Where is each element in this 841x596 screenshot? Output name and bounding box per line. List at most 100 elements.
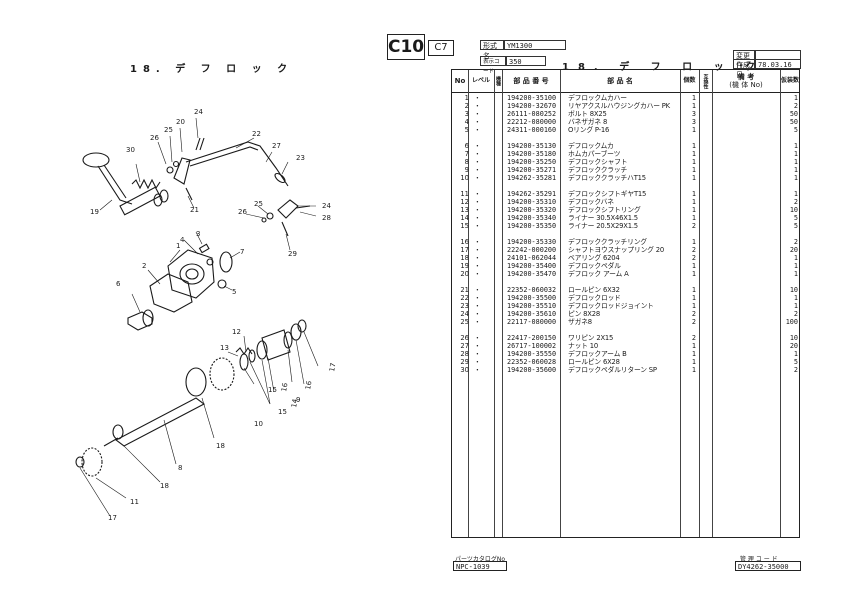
row-req-qty: 1 xyxy=(793,350,798,359)
row-req-qty: 1 xyxy=(793,158,798,167)
row-req-qty: 2 xyxy=(793,238,798,247)
row-no: 28 xyxy=(460,350,469,359)
callout-10: 10 xyxy=(254,420,263,428)
row-no: 29 xyxy=(460,358,469,367)
col-remarks-main: 備 考 xyxy=(737,73,755,81)
row-part-number: 194200-35180 xyxy=(507,150,557,159)
lock-shaft xyxy=(114,397,206,447)
page-code: C10 xyxy=(387,34,425,60)
row-qty: 1 xyxy=(691,150,696,159)
row-req-qty: 2 xyxy=(793,366,798,375)
pedal-pad xyxy=(82,152,110,168)
row-part-number: 194200-35320 xyxy=(507,206,557,215)
callout-26b: 26 xyxy=(150,134,159,142)
row-level: ・ xyxy=(474,310,481,319)
row-qty: 1 xyxy=(691,294,696,303)
mgmt-value: DY4262-35000 xyxy=(735,561,801,571)
row-part-name: デフロックシフトリング xyxy=(568,206,641,215)
row-req-qty: 20 xyxy=(789,342,798,351)
row-part-number: 194200-35350 xyxy=(507,222,557,231)
row-qty: 1 xyxy=(691,238,696,247)
row-req-qty: 5 xyxy=(793,358,798,367)
pedal-arm xyxy=(97,165,133,205)
row-qty: 1 xyxy=(691,214,696,223)
row-req-qty: 5 xyxy=(793,214,798,223)
row-part-name: デフロック アーム A xyxy=(568,270,629,279)
row-level: ・ xyxy=(474,214,481,223)
callout-22: 22 xyxy=(252,130,261,138)
row-part-name: ボルト 8X25 xyxy=(568,110,607,119)
row-part-number: 194200-35250 xyxy=(507,158,557,167)
catalog-value: NPC-1039 xyxy=(453,561,507,571)
row-qty: 2 xyxy=(691,246,696,255)
row-qty: 1 xyxy=(691,206,696,215)
exploded-parts-diagram: 1 2 3 4 5 6 7 8 9 10 11 12 13 14 15 16 1… xyxy=(75,108,338,522)
row-part-number: 194200-32670 xyxy=(507,102,557,111)
row-req-qty: 2 xyxy=(793,310,798,319)
row-part-name: バネザガネ 8 xyxy=(568,118,608,127)
row-req-qty: 1 xyxy=(793,166,798,175)
boot xyxy=(219,251,233,273)
row-part-number: 194262-35291 xyxy=(507,190,557,199)
callout-24: 24 xyxy=(322,202,331,210)
row-level: ・ xyxy=(474,158,481,167)
callout-16: 16 xyxy=(304,380,314,391)
row-part-name: デフロッククラッチハT15 xyxy=(568,174,646,183)
row-qty: 2 xyxy=(691,310,696,319)
row-level: ・ xyxy=(474,174,481,183)
section-title: 18. デ フ ロ ッ ク xyxy=(562,62,765,73)
row-req-qty: 2 xyxy=(793,198,798,207)
row-part-name: デフロックシャフト xyxy=(568,158,628,167)
catalog-label: パーツカタログNo xyxy=(455,556,506,563)
row-no: 17 xyxy=(460,246,469,255)
row-qty: 2 xyxy=(691,254,696,263)
callout-17b: 17 xyxy=(108,514,117,522)
row-level: ・ xyxy=(474,318,481,327)
callout-17: 17 xyxy=(328,362,337,372)
callout-2: 2 xyxy=(142,262,146,270)
callout-16b: 16 xyxy=(280,382,290,393)
row-qty: 1 xyxy=(691,358,696,367)
row-level: ・ xyxy=(474,286,481,295)
row-req-qty: 5 xyxy=(793,222,798,231)
row-qty: 1 xyxy=(691,174,696,183)
row-part-name: ザガネ8 xyxy=(568,318,592,327)
row-req-qty: 1 xyxy=(793,190,798,199)
callout-8: 8 xyxy=(178,464,182,472)
row-part-number: 24311-000160 xyxy=(507,126,557,135)
row-level: ・ xyxy=(474,270,481,279)
callout-7: 7 xyxy=(240,248,244,256)
col-req-qty: 仮装数 xyxy=(780,77,799,84)
row-part-number: 194200-35400 xyxy=(507,262,557,271)
row-req-qty: 5 xyxy=(793,126,798,135)
row-req-qty: 20 xyxy=(789,246,798,255)
row-level: ・ xyxy=(474,350,481,359)
row-req-qty: 50 xyxy=(789,110,798,119)
row-no: 21 xyxy=(460,286,469,295)
row-part-number: 194200-35310 xyxy=(507,198,557,207)
row-no: 7 xyxy=(464,150,469,159)
row-level: ・ xyxy=(474,102,481,111)
row-part-number: 194200-35470 xyxy=(507,270,557,279)
row-part-name: デフロックバネ xyxy=(568,198,614,207)
row-level: ・ xyxy=(474,254,481,263)
row-qty: 1 xyxy=(691,94,696,102)
row-qty: 2 xyxy=(691,222,696,231)
row-part-number: 194200-35510 xyxy=(507,302,557,311)
row-level: ・ xyxy=(474,246,481,255)
row-part-name: ロールピン 6X32 xyxy=(568,286,620,295)
callout-20: 20 xyxy=(176,118,185,126)
row-level: ・ xyxy=(474,198,481,207)
row-part-name: デフロックムカハー xyxy=(568,94,627,102)
row-part-name: ホムカパーブーツ xyxy=(568,150,621,159)
